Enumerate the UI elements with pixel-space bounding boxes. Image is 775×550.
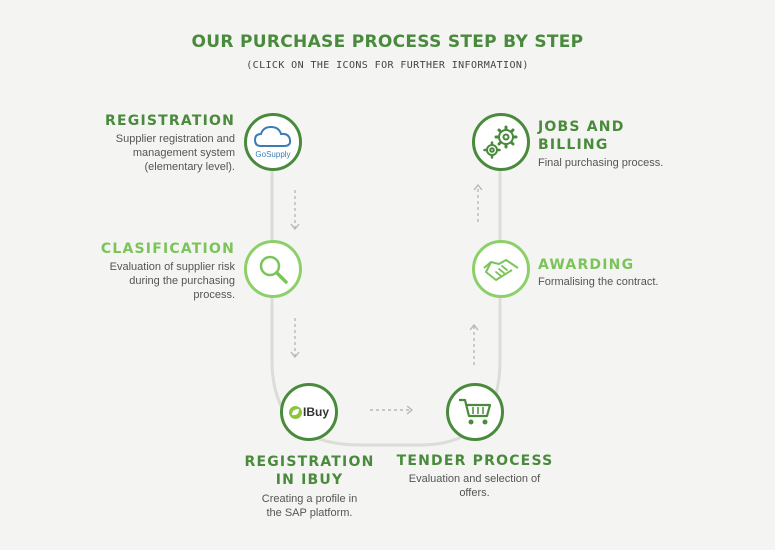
gosupply-logo-text: GoSupply: [255, 150, 290, 159]
registration-desc-line-3: (elementary level).: [144, 161, 235, 173]
registration-node[interactable]: GoSupply: [244, 113, 302, 171]
arrowhead-up-2: [473, 183, 483, 191]
awarding-node[interactable]: [472, 240, 530, 298]
tender-node[interactable]: [446, 383, 504, 441]
clasification-node[interactable]: [244, 240, 302, 298]
ibuy-title-line-1: REGISTRATION: [244, 454, 375, 470]
jobs-title-line-1: JOBS AND: [538, 119, 625, 135]
cart-icon: [459, 398, 492, 425]
jobs-title-line-2: BILLING: [538, 137, 609, 153]
ibuy-logo: IBuy: [288, 405, 329, 419]
registration-desc-line-2: management system: [132, 147, 235, 159]
clasification-desc: Evaluation of supplier risk during the p…: [75, 260, 235, 302]
ibuy-logo-text: IBuy: [302, 405, 329, 419]
jobs-title: JOBS AND BILLING: [538, 118, 688, 154]
ibuy-leaf-icon: [288, 405, 302, 419]
arrowhead-up-1: [469, 323, 479, 331]
clasification-title: CLASIFICATION: [100, 241, 235, 257]
magnifier-icon: [259, 255, 288, 284]
jobs-node[interactable]: [472, 113, 530, 171]
clasification-desc-line-3: process.: [193, 289, 235, 301]
clasification-desc-line-2: during the purchasing: [129, 275, 235, 287]
tender-title: TENDER PROCESS: [396, 453, 554, 469]
jobs-desc: Final purchasing process.: [538, 157, 664, 169]
ibuy-title-line-2: IN IBUY: [275, 472, 344, 488]
cloud-icon: GoSupply: [253, 125, 292, 159]
ibuy-desc-line-2: the SAP platform.: [266, 507, 353, 519]
ibuy-desc: Creating a profile in the SAP platform.: [232, 492, 387, 520]
ibuy-title: REGISTRATION IN IBUY: [232, 453, 387, 489]
arrowhead-right: [406, 405, 414, 415]
registration-desc-line-1: Supplier registration and: [115, 133, 235, 145]
awarding-desc: Formalising the contract.: [538, 276, 659, 288]
tender-desc-line-2: offers.: [459, 487, 490, 499]
ibuy-node[interactable]: IBuy: [280, 383, 338, 441]
arrowhead-down-1: [290, 223, 300, 231]
tender-desc: Evaluation and selection of offers.: [392, 472, 557, 500]
page-subtitle: (CLICK ON THE ICONS FOR FURTHER INFORMAT…: [246, 60, 529, 71]
clasification-desc-line-1: Evaluation of supplier risk: [109, 261, 235, 273]
gears-icon: [483, 125, 518, 159]
tender-desc-line-1: Evaluation and selection of: [408, 473, 541, 485]
arrowhead-down-2: [290, 351, 300, 359]
handshake-icon: [483, 259, 519, 281]
registration-title: REGISTRATION: [105, 113, 235, 129]
ibuy-desc-line-1: Creating a profile in: [261, 493, 358, 505]
page-title: OUR PURCHASE PROCESS STEP BY STEP: [191, 32, 584, 52]
registration-desc: Supplier registration and management sys…: [85, 132, 235, 174]
awarding-title: AWARDING: [538, 257, 635, 273]
